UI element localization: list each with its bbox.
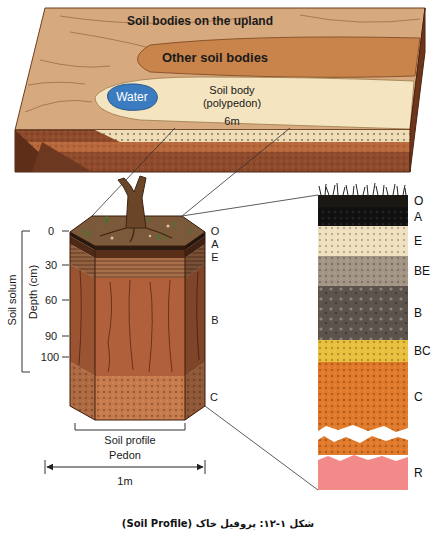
dimension-marks [22,231,205,474]
dimension-label: 6m [224,115,239,128]
horizon-label: BC [414,345,431,357]
horizon-label: A [211,238,218,251]
horizon-label: R [414,467,423,479]
block-side-face [410,8,425,172]
dimension-marks [45,460,205,474]
region-label: Other soil bodies [162,51,268,66]
dimension-marks [62,231,69,357]
pedon-column [95,376,185,420]
water-body: Water [103,83,161,111]
pedon-column [95,250,185,258]
pedon-column [70,232,205,420]
polypedon-region [95,77,414,129]
depth-value: 60 [45,294,57,307]
figure-caption: شکل ۱-۱۲: پروفیل خاک (Soil Profile) [122,518,314,529]
other-soil-body-region [138,37,421,77]
band-fill [318,207,408,226]
region-label: Soil profile [104,434,155,447]
profile-detail [205,406,318,490]
horizon-label: A [414,211,422,223]
profile-detail [319,183,406,195]
band-texture [318,207,408,226]
profile-detail [182,195,318,216]
horizon-label: BE [414,265,430,277]
landscape-block [15,8,425,216]
horizon-label: E [211,251,218,264]
pedon-column [185,232,205,420]
band-outline [318,256,408,286]
region-label: Soil solum [6,275,19,326]
band-texture [318,286,408,340]
band-fill [318,362,408,432]
pedon-column [95,258,185,278]
region-label: Pedon [109,449,141,462]
region-label: Soil body (polypedon) [192,84,272,109]
band-outline [318,286,408,340]
horizon-band: C [318,362,408,432]
horizon-band: E [318,226,408,256]
pedon-column [95,278,185,376]
band-fill [318,286,408,340]
band-outline [318,226,408,256]
dimension-marks [75,423,185,430]
band-texture [318,340,408,362]
depth-value: 0 [48,225,54,238]
pedon-column [95,258,185,278]
horizon-band: O [318,195,408,207]
band-outline [318,340,408,362]
band-texture [318,226,408,256]
pedon-column [149,235,151,237]
horizon-label: E [414,235,422,247]
horizon-band: BE [318,256,408,286]
band-outline [318,195,408,207]
block-front-face [15,130,410,172]
dimension-marks [47,467,203,468]
zoom-line [182,128,290,216]
horizon-label: C [210,391,218,404]
depth-value: 30 [45,259,57,272]
region-label: Depth (cm) [27,265,40,319]
pedon-column [118,176,146,228]
depth-value: 100 [41,351,59,364]
band-outline [318,362,408,432]
band-fill [318,256,408,286]
region-label: Soil bodies on the upland [127,15,273,29]
band-fill [318,340,408,362]
block-front-wedge [32,142,92,172]
pedon-column [95,246,185,250]
depth-value: 90 [45,330,57,343]
pedon-column [79,270,199,372]
region-label: Water [116,90,148,104]
band-fill [318,226,408,256]
block-front-texture [15,130,410,172]
horizon-band: BC [318,340,408,362]
band-fill [318,455,408,490]
horizon-label: B [414,307,422,319]
band-outline [318,455,408,490]
band-outline [318,207,408,226]
pedon-column [70,232,95,420]
profile-detail [182,183,408,490]
upland-surface [15,8,425,130]
profile-detail [318,436,408,455]
horizon-label: O [414,195,423,207]
pedon-column [70,176,205,420]
band-texture [318,362,408,432]
dimension-label: 1m [117,475,132,488]
band-texture [318,256,408,286]
water-shape [108,84,158,110]
horizon-band: A [318,207,408,226]
horizon-label: B [211,314,218,327]
pedon-column [167,225,170,228]
profile-detail [318,436,408,455]
pedon-column [111,237,114,240]
horizon-band: R [318,455,408,490]
horizon-label: C [414,391,423,403]
band-fill [318,195,408,207]
horizon-band: B [318,286,408,340]
horizon-label: O [211,225,220,238]
pedon-column [95,376,185,420]
pedon-column [100,228,172,242]
